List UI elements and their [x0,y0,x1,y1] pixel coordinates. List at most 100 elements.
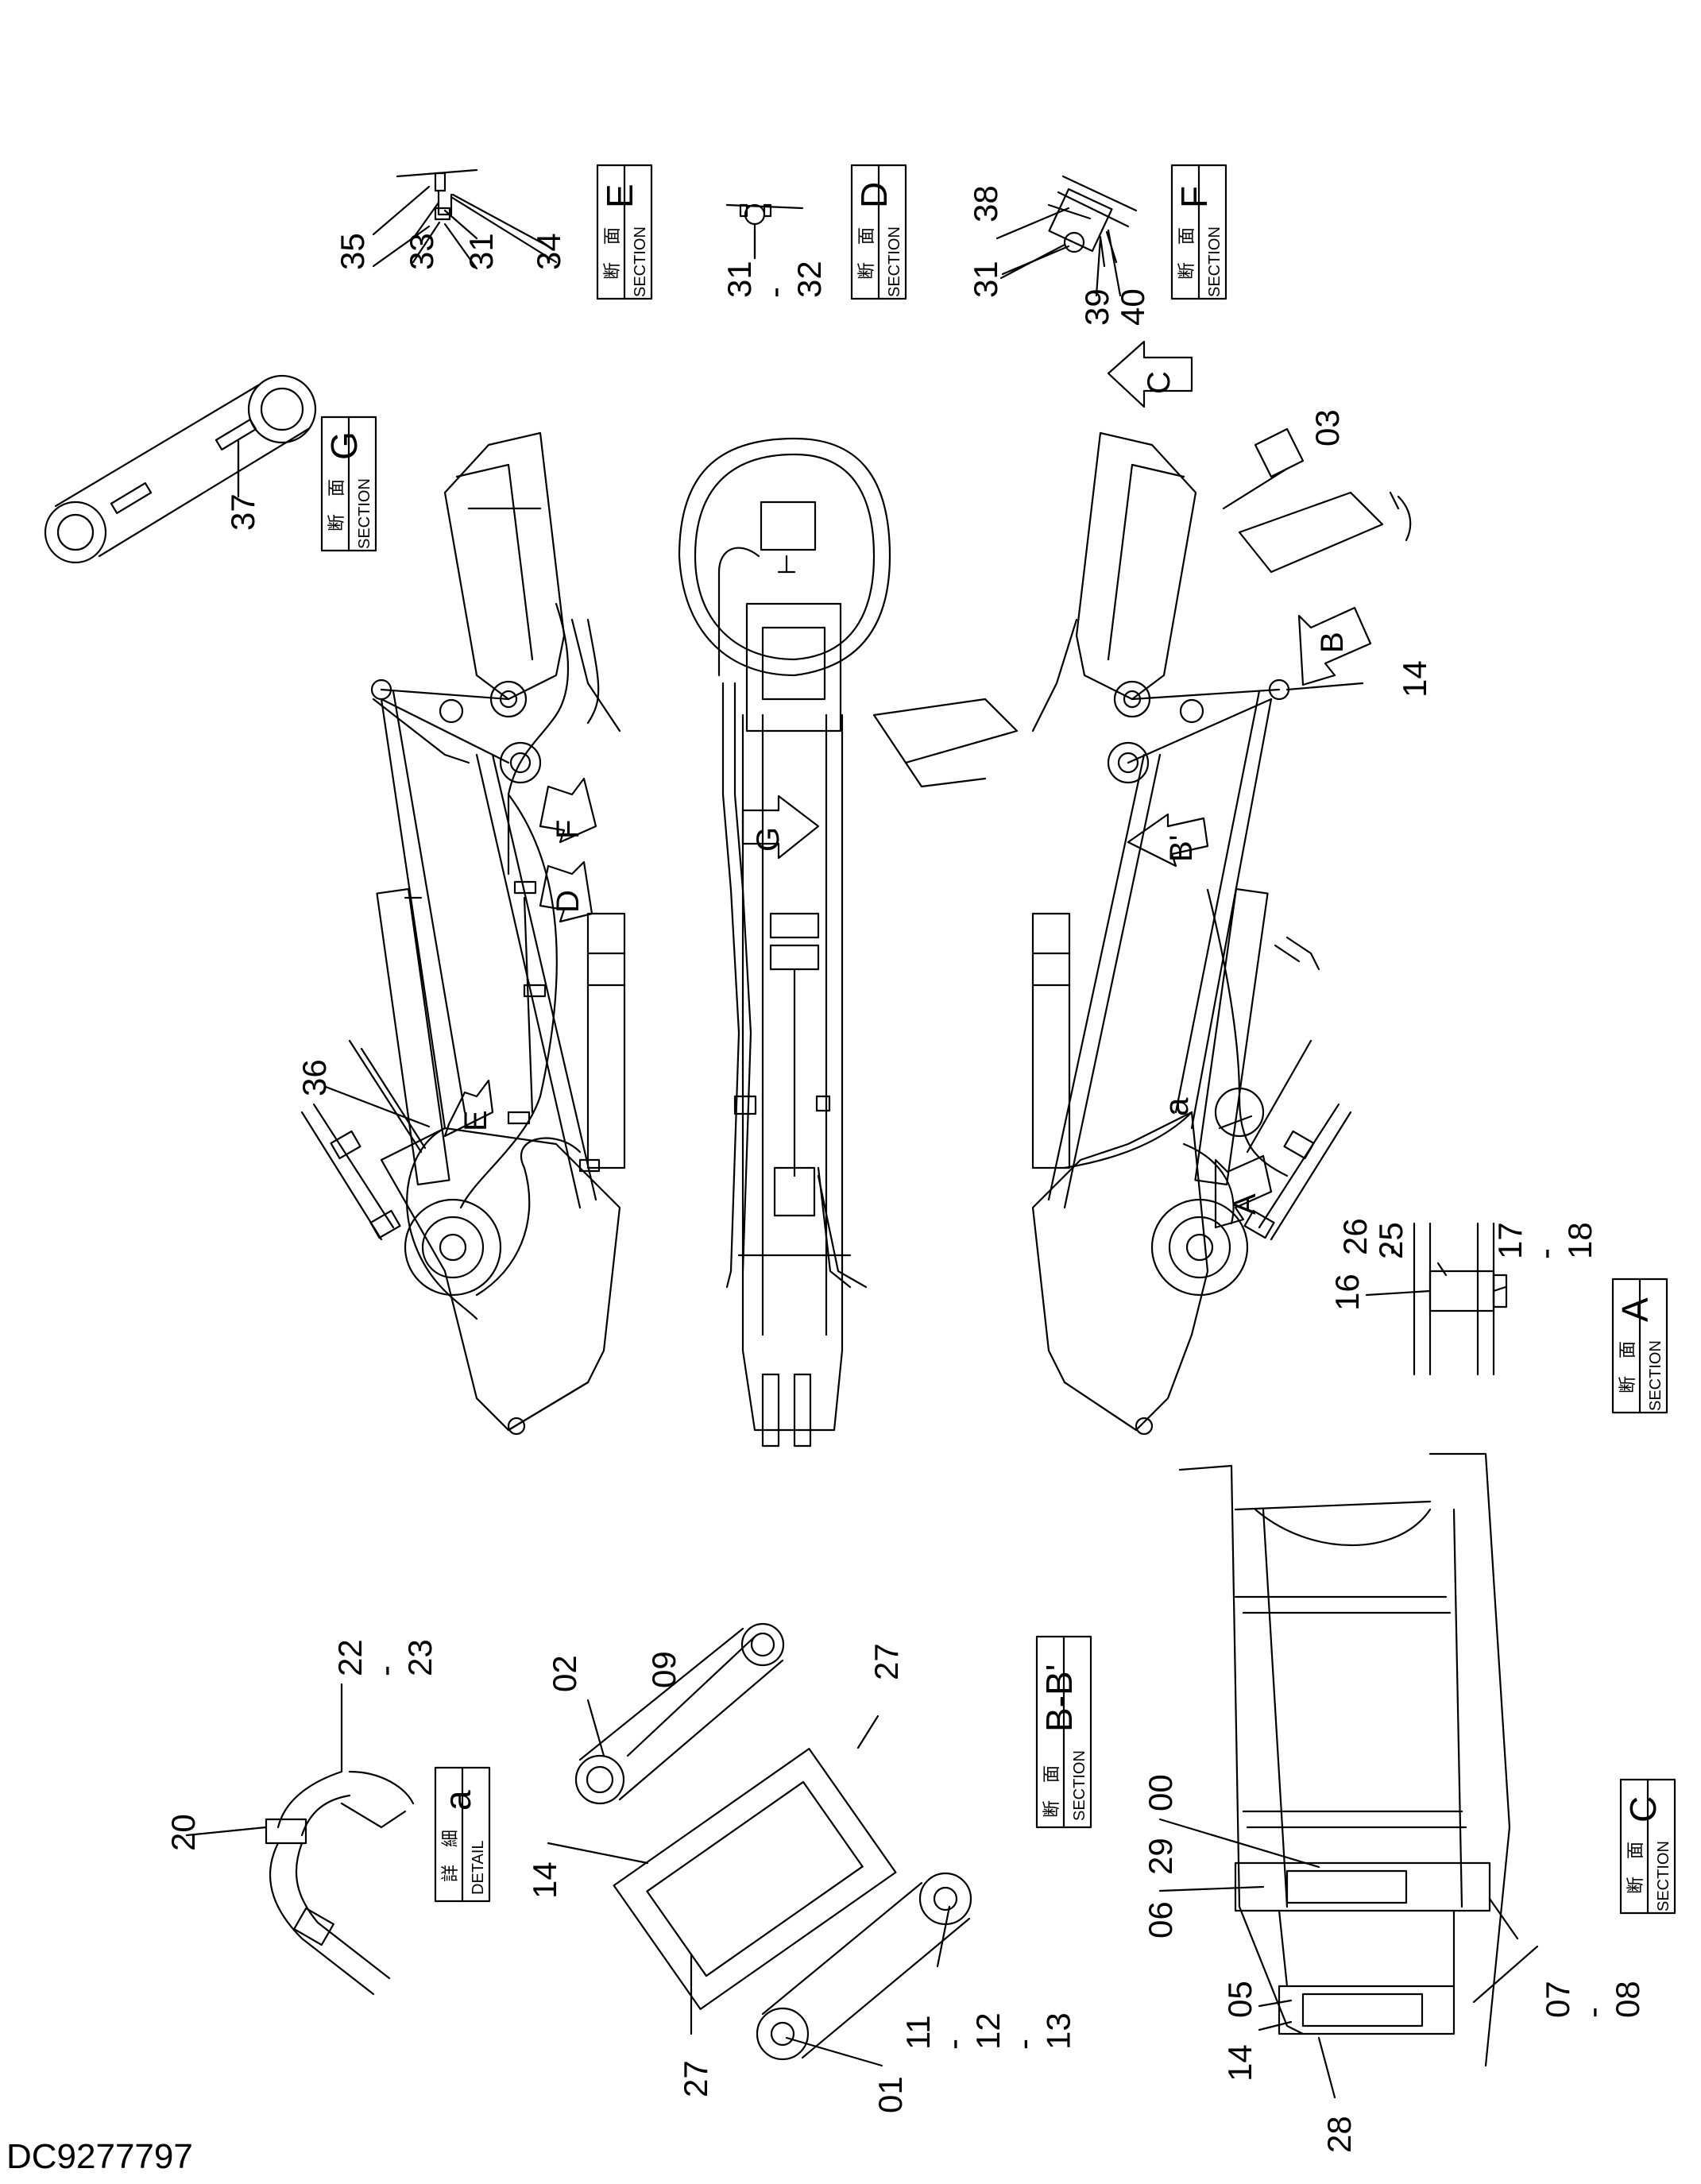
boom-side-view-right [872,427,1412,1436]
part-17-18: 17-18 [1491,1222,1599,1259]
detail-box-a [434,1766,491,1903]
part-02: 02 [546,1655,583,1692]
section-label-g: 断 面 SECTION G [323,431,373,549]
part-00: 00 [1142,1774,1179,1811]
view-arrow-d-shape [539,860,593,923]
section-label-a: 断 面 SECTION A [1614,1297,1664,1411]
section-d-view [725,203,804,260]
view-arrow-g: G [751,827,786,852]
view-arrow-a-shape [1214,1154,1273,1229]
view-arrow-e: E [458,1110,493,1131]
svg-text:SECTION: SECTION [1071,1750,1088,1821]
part-40: 40 [1114,288,1151,326]
part-01: 01 [872,2076,909,2113]
svg-text:詳 細: 詳 細 [440,1830,460,1882]
part-38: 38 [967,185,1004,222]
section-f-view [1001,175,1138,297]
part-22-23: 22-23 [331,1639,439,1676]
section-box-g [320,416,377,552]
detail-a-marker: a [1158,1097,1195,1116]
svg-text:SECTION: SECTION [1206,226,1224,297]
boom-top-view-center [678,437,891,1448]
part-29: 29 [1142,1838,1179,1875]
svg-text:F: F [1173,186,1215,208]
part-06: 06 [1142,1901,1179,1939]
part-05: 05 [1221,1981,1258,2018]
section-label-bb: 断 面 SECTION B-B' [1038,1664,1088,1821]
section-e-view [372,168,558,270]
view-arrow-bp-shape [1127,813,1209,868]
part-39: 39 [1078,288,1115,326]
svg-text:DETAIL: DETAIL [470,1840,487,1895]
svg-text:断 面: 断 面 [1626,1842,1645,1894]
view-arrow-f: F [551,820,586,839]
section-label-d: 断 面 SECTION D [853,182,903,297]
view-arrow-c: C [1142,371,1177,394]
svg-text:断 面: 断 面 [1618,1341,1637,1394]
section-box-c [1619,1778,1676,1915]
part-07-08: 07-08 [1539,1981,1646,2018]
part-27-top: 27 [868,1643,905,1680]
view-arrow-bp: B' [1164,835,1199,862]
section-label-f: 断 面 SECTION F [1173,186,1224,297]
view-arrow-f-shape [539,777,597,844]
section-box-e [596,164,653,300]
view-arrow-a: A [1227,1193,1262,1215]
section-e-letter: E [599,184,640,208]
view-arrow-b: B [1315,632,1350,653]
svg-text:断 面: 断 面 [327,479,346,532]
part-31-e: 31 [462,233,500,270]
svg-text:G: G [323,431,365,460]
part-14-mid: 14 [526,1861,563,1899]
svg-text:D: D [853,182,895,208]
part-09: 09 [645,1651,682,1688]
part-28: 28 [1320,2116,1358,2153]
section-c-view [1178,1452,1511,2067]
svg-text:SECTION: SECTION [1647,1340,1664,1411]
svg-text:断 面: 断 面 [856,227,876,280]
section-e-en: SECTION [632,226,649,297]
detail-label-a: 詳 細 DETAIL a [437,1790,487,1895]
part-31-32: 31-32 [721,261,828,298]
part-11-13: 11-12-13 [899,2012,1077,2050]
section-bb-view [574,1622,972,2061]
svg-text:a: a [437,1790,478,1811]
svg-text:断 面: 断 面 [1177,227,1196,280]
part-14-bottom: 14 [1221,2044,1258,2082]
section-e-jp: 断 面 [602,227,622,280]
part-03: 03 [1309,409,1346,446]
part-34: 34 [530,233,567,270]
part-20: 20 [164,1814,202,1851]
section-label-e: 断 面 SECTION E [599,184,649,297]
part-27-bottom: 27 [677,2060,714,2097]
view-arrow-e-shape [443,1079,494,1138]
svg-text:A: A [1614,1297,1656,1322]
boom-side-view-left [300,431,626,1436]
svg-text:断 面: 断 面 [1042,1765,1061,1818]
view-arrow-b-shape [1297,606,1372,686]
section-box-bb [1035,1635,1092,1829]
svg-text:C: C [1622,1796,1664,1823]
view-arrow-d: D [551,890,586,913]
view-arrow-c-shape [1107,340,1193,408]
section-box-a [1611,1278,1668,1414]
section-g-view [44,374,317,564]
part-25: 25 [1372,1222,1409,1259]
detail-a-view [265,1770,415,1996]
part-31-f: 31 [967,261,1004,298]
part-35: 35 [334,233,371,270]
part-37: 37 [224,493,261,531]
section-label-c: 断 面 SECTION C [1622,1796,1672,1911]
part-33: 33 [403,233,440,270]
svg-text:SECTION: SECTION [1655,1841,1672,1911]
svg-text:SECTION: SECTION [886,226,903,297]
part-36: 36 [296,1059,333,1096]
view-arrow-g-shape [741,794,820,860]
part-16: 16 [1328,1274,1366,1311]
part-14-top: 14 [1396,660,1433,698]
svg-text:SECTION: SECTION [356,478,373,549]
section-box-d [850,164,907,300]
section-box-f [1170,164,1227,300]
drawing-number: DC9277797 [6,2137,193,2176]
